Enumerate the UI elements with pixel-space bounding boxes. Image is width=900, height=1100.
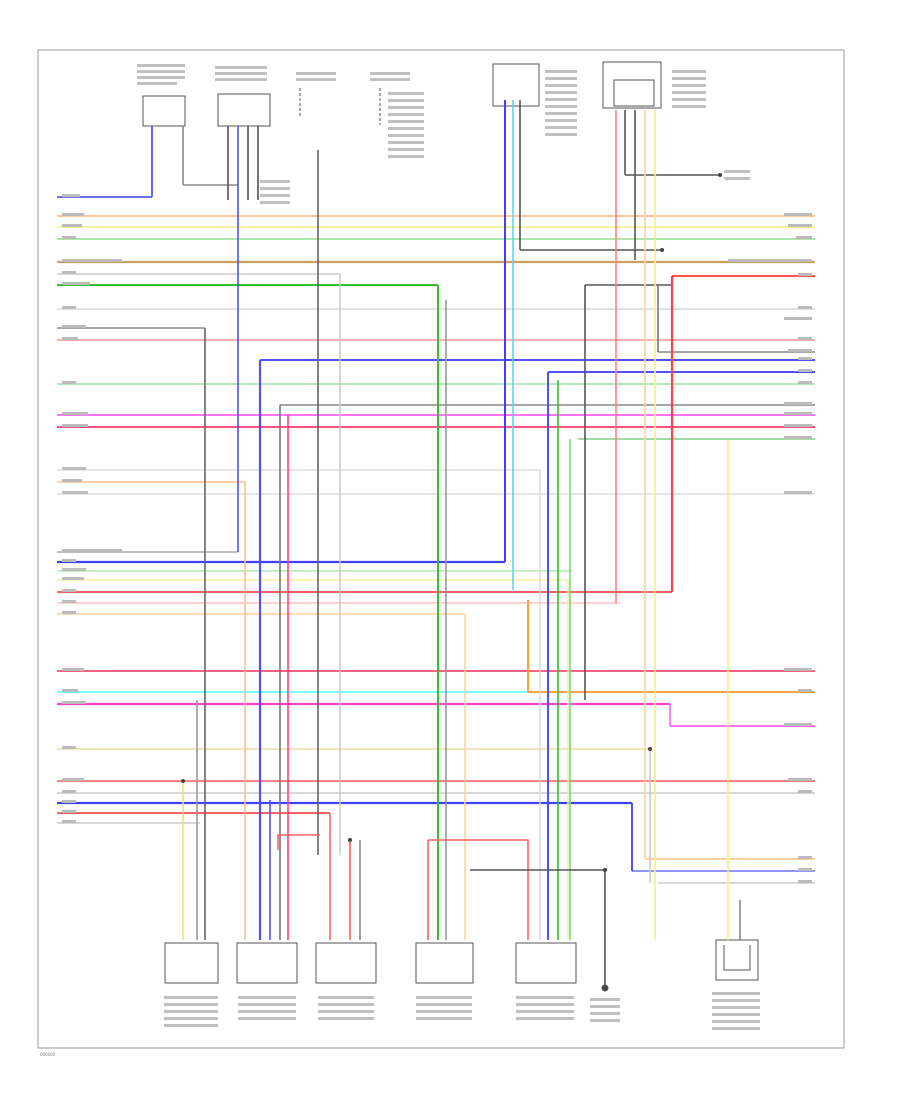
diagram-frame xyxy=(37,49,845,1049)
bottom-components xyxy=(164,939,759,992)
bottom-module-5 xyxy=(515,942,577,984)
bottom-module-2 xyxy=(236,942,298,984)
component-caption-markers xyxy=(137,64,760,1030)
control-module-box xyxy=(217,93,271,127)
ground-point xyxy=(601,984,609,992)
connector-inner-top-right xyxy=(613,79,655,107)
page-footer: 000000 xyxy=(40,1052,56,1057)
vertical-wires xyxy=(151,100,741,985)
connector-box-top-right xyxy=(602,61,662,109)
bottom-module-3 xyxy=(315,942,377,984)
bottom-module-6 xyxy=(715,939,759,981)
sensor-box-1 xyxy=(142,95,186,127)
bottom-module-1 xyxy=(164,942,219,984)
junction-dots xyxy=(181,173,722,872)
bottom-module-4 xyxy=(415,942,474,984)
horizontal-wires xyxy=(57,196,815,884)
bottom-module-6-inner xyxy=(723,945,751,971)
top-components xyxy=(142,61,662,127)
module-box-top xyxy=(492,63,540,107)
left-wire-labels xyxy=(62,194,122,823)
right-wire-labels xyxy=(728,213,812,883)
